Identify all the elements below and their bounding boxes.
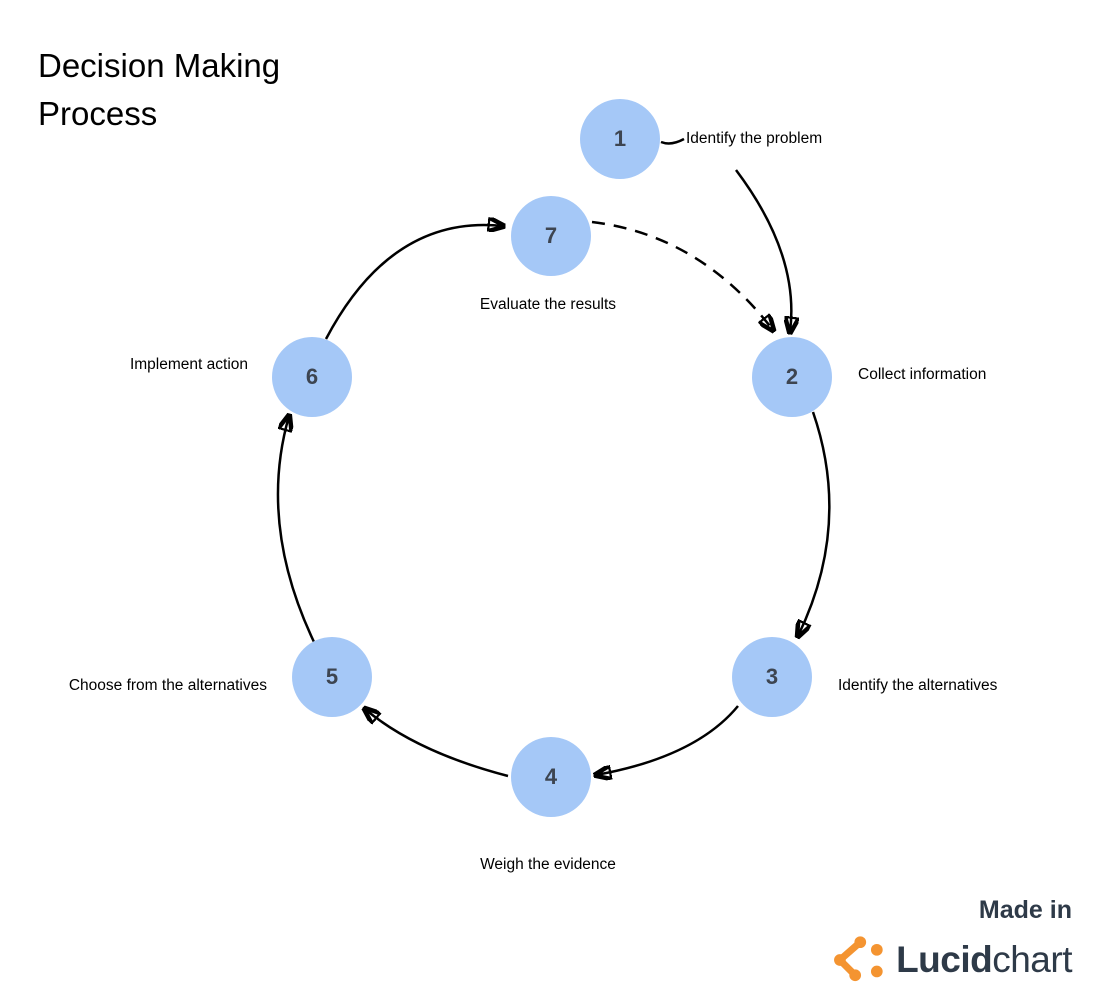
edge-1-2 bbox=[735, 169, 791, 332]
node-3: 3 bbox=[732, 637, 812, 717]
edge-4-5 bbox=[365, 709, 509, 778]
node-2: 2 bbox=[752, 337, 832, 417]
edge-6-7 bbox=[324, 225, 503, 340]
label-identify-alternatives: Identify the alternatives bbox=[838, 677, 998, 694]
node-6: 6 bbox=[272, 337, 352, 417]
logo-text-chart: chart bbox=[992, 939, 1072, 980]
logo-text-lucid: Lucid bbox=[896, 939, 993, 980]
edge-2-3 bbox=[798, 411, 831, 636]
lucid-angle-dots-icon bbox=[834, 936, 883, 982]
node-1-number: 1 bbox=[613, 126, 627, 151]
node-5: 5 bbox=[292, 637, 372, 717]
node-7: 7 bbox=[511, 196, 591, 276]
node-6-number: 6 bbox=[305, 364, 319, 389]
label-identify-problem: Identify the problem bbox=[686, 130, 823, 147]
label-weigh-evidence: Weigh the evidence bbox=[480, 856, 616, 873]
node-4-number: 4 bbox=[544, 764, 558, 789]
edge-7-2 bbox=[591, 220, 773, 330]
node-5-number: 5 bbox=[325, 664, 339, 689]
edge-3-4 bbox=[596, 705, 739, 775]
edge-5-6 bbox=[276, 416, 316, 643]
label-choose-alternatives: Choose from the alternatives bbox=[68, 677, 267, 694]
node-1: 1 bbox=[580, 99, 660, 179]
label-evaluate-results: Evaluate the results bbox=[479, 296, 617, 313]
lucidchart-wordmark: Lucidchart bbox=[896, 931, 1072, 989]
lucidchart-logo[interactable]: Lucidchart bbox=[831, 931, 1072, 989]
node-7-number: 7 bbox=[544, 223, 558, 248]
label-implement-action: Implement action bbox=[129, 356, 248, 373]
page-title: Decision Making Process bbox=[38, 47, 281, 132]
made-in-text: Made in bbox=[978, 896, 1072, 924]
node-2-number: 2 bbox=[785, 364, 799, 389]
node-3-number: 3 bbox=[765, 664, 779, 689]
lucidchart-branding[interactable]: Made in Lucidchart bbox=[831, 895, 1072, 989]
edge-1-to-label bbox=[660, 137, 685, 145]
node-4: 4 bbox=[511, 737, 591, 817]
label-collect-information: Collect information bbox=[858, 366, 987, 383]
